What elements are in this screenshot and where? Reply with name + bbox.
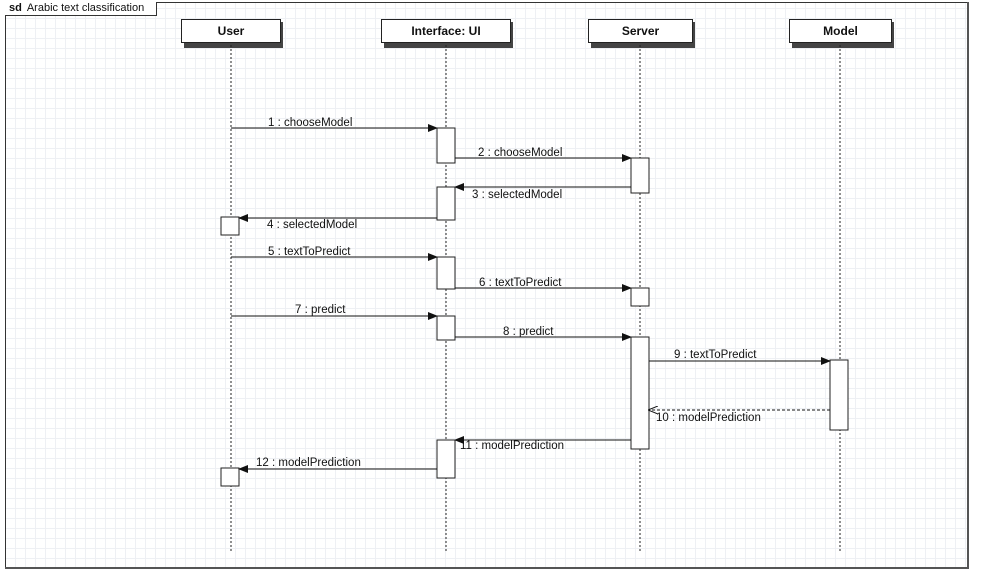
message-label-8: 8 : predict [503,326,554,338]
activation-ui-4 [436,315,456,341]
message-label-9: 9 : textToPredict [674,349,757,361]
message-label-6: 6 : textToPredict [479,277,562,289]
activation-user-1 [220,216,240,236]
message-label-4: 4 : selectedModel [267,219,357,231]
message-label-12: 12 : modelPrediction [256,457,361,469]
lifeline-head-ui: Interface: UI [381,19,511,43]
lifeline-label-user: User [217,24,245,38]
message-label-1: 1 : chooseModel [268,117,352,129]
message-label-11: 11 : modelPrediction [460,440,564,452]
message-label-2: 2 : chooseModel [478,147,562,159]
frame-shadow-right [967,2,969,569]
frame-shadow-bottom [5,567,969,569]
lifeline-head-user: User [181,19,281,43]
frame-title-tab: sd Arabic text classification [5,2,158,16]
message-label-7: 7 : predict [295,304,346,316]
activation-ui-2 [436,186,456,221]
lifeline-label-ui: Interface: UI [411,24,481,38]
activation-ui-3 [436,256,456,290]
message-label-10: 10 : modelPrediction [656,412,761,424]
frame-title: Arabic text classification [26,2,145,14]
lifeline-label-model: Model [823,24,858,38]
message-label-3: 3 : selectedModel [472,189,562,201]
activation-ui-5 [436,439,456,479]
activation-server-1 [630,157,650,194]
diagram-frame [5,2,968,569]
lifeline-head-server: Server [588,19,693,43]
activation-user-2 [220,467,240,487]
activation-model-1 [829,359,849,431]
activation-server-3 [630,336,650,450]
message-label-5: 5 : textToPredict [268,246,351,258]
activation-ui-1 [436,127,456,164]
activation-server-2 [630,287,650,307]
frame-keyword: sd [9,2,22,14]
lifeline-label-server: Server [621,24,660,38]
lifeline-head-model: Model [789,19,892,43]
